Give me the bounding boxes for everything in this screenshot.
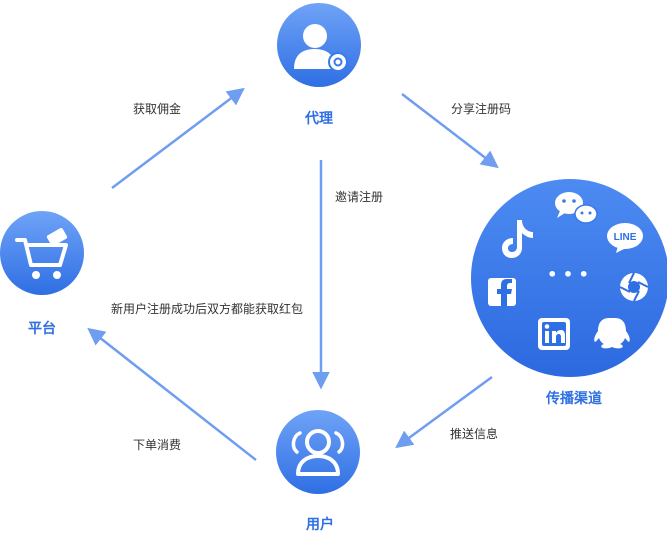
platform-label: 平台 <box>28 321 56 337</box>
edge-label-push-info: 推送信息 <box>450 427 499 441</box>
channels-node: LINE • • • <box>471 179 667 377</box>
users-icon <box>291 429 345 476</box>
user-label: 用户 <box>306 517 334 533</box>
aperture-icon <box>619 272 649 302</box>
arrow-channels-to-user <box>395 375 493 449</box>
facebook-icon <box>488 278 516 306</box>
line-icon: LINE <box>607 223 643 253</box>
arrow-platform-to-agent <box>111 87 245 189</box>
agent-node <box>277 3 361 87</box>
arrow-agent-to-channels <box>401 93 499 169</box>
tiktok-icon <box>502 220 533 258</box>
platform-node <box>0 211 84 295</box>
channels-label: 传播渠道 <box>546 391 602 407</box>
edge-label-share-code: 分享注册码 <box>451 102 512 116</box>
shopping-cart-icon <box>15 228 68 279</box>
edge-label-invite: 邀请注册 <box>335 190 384 204</box>
edge-label-reward: 新用户注册成功后双方都能获取红包 <box>111 302 304 316</box>
agent-label: 代理 <box>305 111 333 127</box>
qq-icon <box>594 318 630 349</box>
edge-label-commission: 获取佣金 <box>133 102 182 116</box>
line-icon-text: LINE <box>614 232 637 243</box>
more-dots-icon: • • • <box>547 265 589 284</box>
wechat-icon <box>555 192 598 224</box>
arrow-user-to-platform <box>87 327 257 461</box>
user-node <box>276 410 360 494</box>
user-badge-icon <box>294 24 348 72</box>
edge-label-order: 下单消费 <box>133 438 182 452</box>
linkedin-icon <box>538 318 570 350</box>
